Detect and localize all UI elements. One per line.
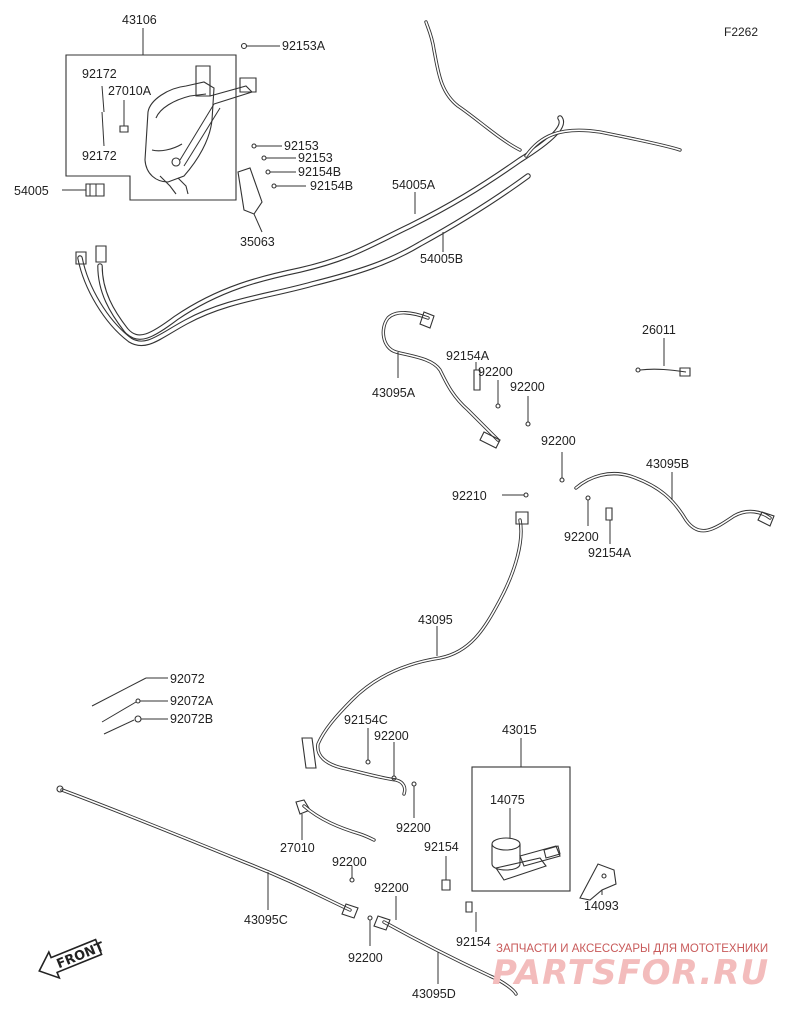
figure-code: F2262: [724, 25, 758, 39]
bracket-35063: [237, 143, 306, 233]
label-92072: 92072: [170, 672, 205, 686]
label-92200-c: 92200: [541, 434, 576, 448]
label-92200-g: 92200: [332, 855, 367, 869]
label-92200-h: 92200: [374, 881, 409, 895]
master-cylinder-43015: [471, 738, 571, 892]
label-54005B: 54005B: [420, 252, 463, 266]
bracket-14093: [579, 863, 617, 901]
label-92072A: 92072A: [170, 694, 214, 708]
label-92154-b: 92154: [456, 935, 491, 949]
label-92172-top: 92172: [82, 67, 117, 81]
label-92153A: 92153A: [282, 39, 326, 53]
bolts-92154: [441, 856, 477, 932]
label-26011: 26011: [642, 323, 676, 337]
hose-43095: [301, 511, 529, 818]
switch-27010: [295, 799, 376, 842]
label-92153-b: 92153: [298, 151, 333, 165]
label-92154A-b: 92154A: [588, 546, 632, 560]
label-92154C: 92154C: [344, 713, 388, 727]
label-27010A: 27010A: [108, 84, 152, 98]
label-92154A-a: 92154A: [446, 349, 490, 363]
label-54005: 54005: [14, 184, 49, 198]
label-92154B-b: 92154B: [310, 179, 353, 193]
label-92200-i: 92200: [348, 951, 383, 965]
label-92210: 92210: [452, 489, 487, 503]
watermark-brand: PARTSFOR.RU: [492, 953, 769, 993]
label-43015: 43015: [502, 723, 537, 737]
sensor-26011: [635, 338, 691, 377]
reservoir-assembly-43106: [62, 28, 280, 201]
label-14093: 14093: [584, 899, 619, 913]
label-92200-b: 92200: [510, 380, 545, 394]
label-27010: 27010: [280, 841, 315, 855]
front-label: FRONT: [55, 940, 107, 973]
hose-54005A-54005B: [75, 20, 682, 347]
label-43095C: 43095C: [244, 913, 288, 927]
label-43095: 43095: [418, 613, 453, 627]
label-92200-d: 92200: [564, 530, 599, 544]
hose-43095B: [502, 452, 775, 544]
label-43106: 43106: [122, 13, 157, 27]
label-92172-bottom: 92172: [82, 149, 117, 163]
label-14075: 14075: [490, 793, 525, 807]
label-35063: 35063: [240, 235, 275, 249]
label-43095A: 43095A: [372, 386, 416, 400]
hose-43095C: [56, 785, 359, 919]
label-92200-e: 92200: [374, 729, 409, 743]
label-92200-a: 92200: [478, 365, 513, 379]
label-43095B: 43095B: [646, 457, 689, 471]
label-92154B-a: 92154B: [298, 165, 341, 179]
hose-43095D: [367, 896, 518, 996]
hose-43095A: [381, 311, 531, 449]
front-direction-badge: FRONT: [38, 938, 107, 980]
label-92154-a: 92154: [424, 840, 459, 854]
clamps-92072: [91, 677, 168, 735]
label-92153-a: 92153: [284, 139, 319, 153]
label-92200-f: 92200: [396, 821, 431, 835]
watermark-tagline: ЗАПЧАСТИ И АКСЕССУАРЫ ДЛЯ МОТОТЕХНИКИ: [496, 943, 768, 955]
label-43095D: 43095D: [412, 987, 456, 1001]
label-54005A: 54005A: [392, 178, 436, 192]
label-92072B: 92072B: [170, 712, 213, 726]
